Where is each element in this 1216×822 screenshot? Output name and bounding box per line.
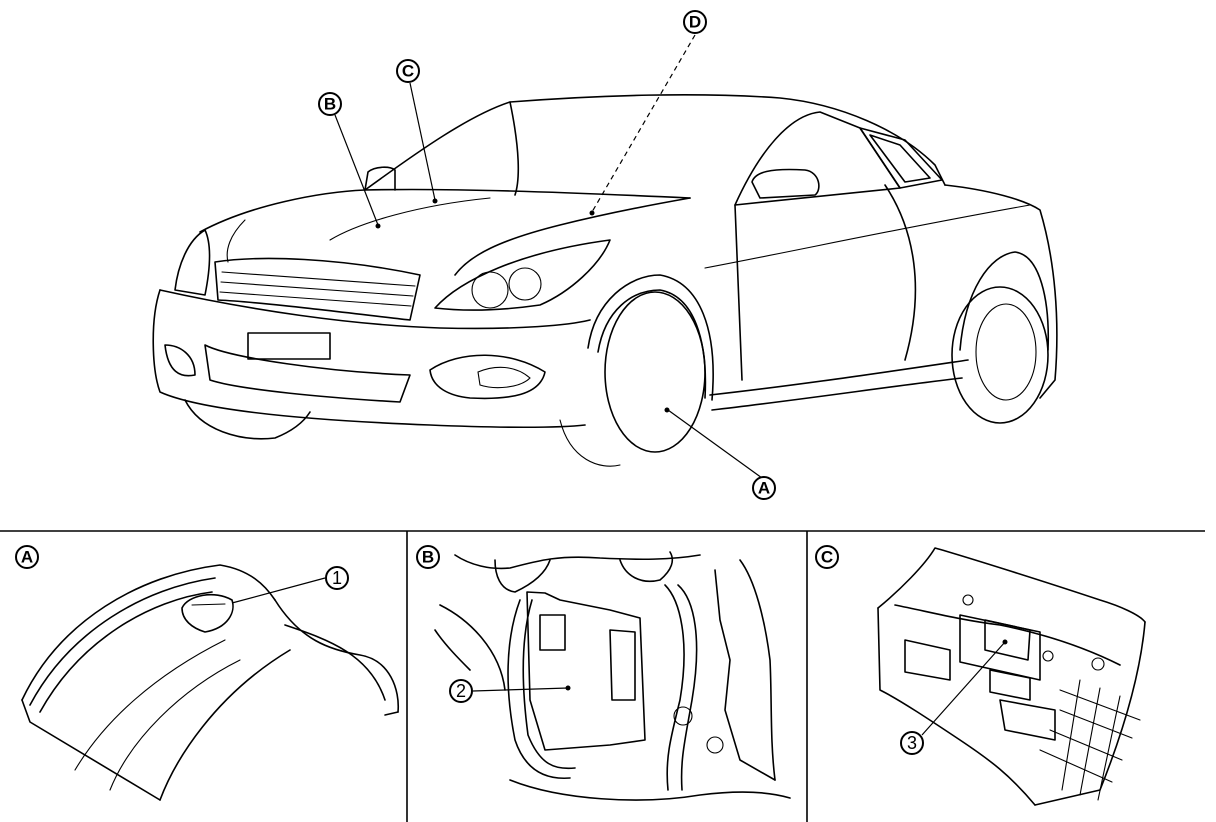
panel-a-wheel-rim [21,564,400,801]
part-3-callout: 3 [900,731,924,755]
car-illustration [152,93,1058,467]
callout-b: B [318,92,342,116]
part-1-callout: 1 [325,566,349,590]
callout-c: C [396,59,420,83]
callout-c-label: C [402,62,414,81]
callout-a-label: A [758,479,770,498]
part-2-label: 2 [456,681,466,701]
control-unit-icon [984,619,1031,661]
control-unit-icon [526,591,646,751]
panel-b-engine-bay [434,551,791,801]
callout-a: A [752,476,776,500]
panel-c-label: C [815,545,839,569]
part-1-label: 1 [332,568,342,588]
panel-b-label: B [416,545,440,569]
callout-b-label: B [324,95,336,114]
callout-d-label: D [689,13,701,32]
part-2-callout: 2 [449,679,473,703]
panel-c-dashboard-unit [877,547,1146,806]
panel-a-label-text: A [21,548,33,567]
tire-pressure-sensor-icon [181,593,234,633]
main-leaders [334,34,763,479]
panel-dividers [0,530,1205,822]
part-3-label: 3 [907,733,917,753]
panel-a-label: A [15,545,39,569]
panel-c-label-text: C [821,548,833,567]
callout-d: D [683,10,707,34]
panel-b-label-text: B [422,548,434,567]
